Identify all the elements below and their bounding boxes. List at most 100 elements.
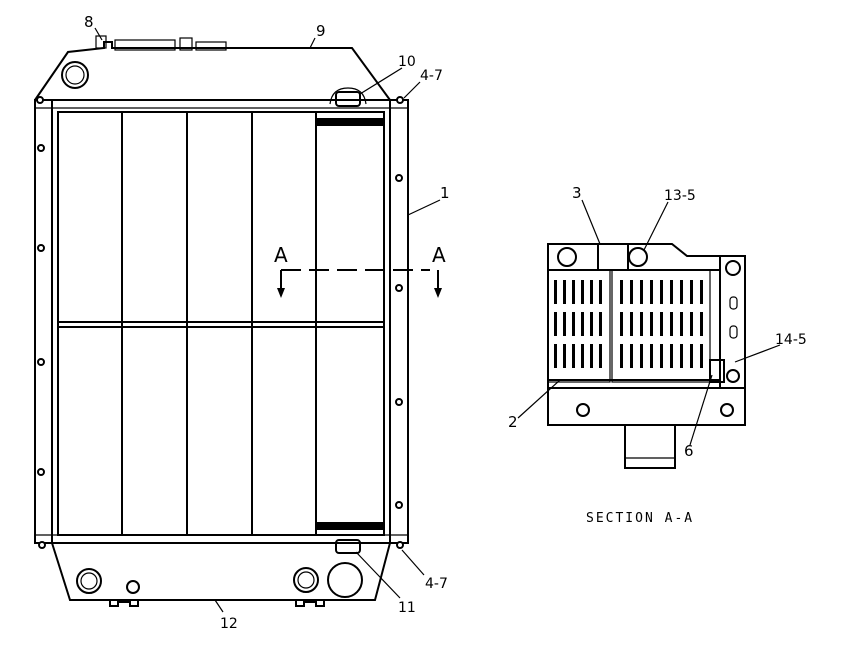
fin-slot xyxy=(660,312,663,336)
callout-10: 10 xyxy=(398,54,416,70)
leader-lines-main xyxy=(94,27,441,613)
callout-3: 3 xyxy=(572,184,582,202)
section-rail-slot-2 xyxy=(729,325,738,339)
fin-slot xyxy=(554,344,557,368)
section-rail-bolt-top xyxy=(725,260,741,276)
bottom-port-mid xyxy=(293,567,319,593)
section-tube-block-right xyxy=(611,269,711,383)
radiator-frame xyxy=(34,99,409,544)
fin-slot xyxy=(554,280,557,304)
top-fitting-2 xyxy=(195,41,227,51)
section-caption: SECTION A-A xyxy=(586,511,694,526)
fin-slot xyxy=(572,312,575,336)
fin-slot xyxy=(599,344,602,368)
fin-slot xyxy=(670,312,673,336)
section-port-left xyxy=(557,247,577,267)
fin-slot xyxy=(650,344,653,368)
section-rail-bolt-bottom xyxy=(726,369,740,383)
fin-slot xyxy=(700,344,703,368)
callout-4-7-bottom: 4-7 xyxy=(425,576,448,592)
fin-slot xyxy=(563,280,566,304)
fin-slot xyxy=(640,312,643,336)
fin-slot xyxy=(670,280,673,304)
fin-slot xyxy=(690,280,693,304)
section-fin-slots xyxy=(554,280,703,368)
top-bracket-outline xyxy=(329,87,367,105)
callout-9: 9 xyxy=(316,22,326,40)
fin-slot xyxy=(650,280,653,304)
section-outlet-pipe xyxy=(624,425,676,469)
callout-12: 12 xyxy=(220,616,238,632)
top-fitting xyxy=(114,39,176,51)
leader-lines-section xyxy=(517,199,781,446)
fin-slot xyxy=(620,312,623,336)
radiator-front-view xyxy=(34,35,442,607)
fin-slot xyxy=(599,312,602,336)
callout-14-5: 14-5 xyxy=(775,332,807,348)
top-left-port xyxy=(61,61,89,89)
bottom-tank xyxy=(51,542,391,601)
fin-slot xyxy=(630,312,633,336)
fin-slot xyxy=(700,312,703,336)
section-arrow-right-head xyxy=(434,288,442,298)
section-a-a-view xyxy=(547,243,746,469)
section-arrow-left-head xyxy=(277,288,285,298)
fin-slot xyxy=(630,280,633,304)
fin-slot xyxy=(572,344,575,368)
section-part-3 xyxy=(597,243,629,271)
section-bolt-bottom-left xyxy=(576,403,590,417)
fin-slot xyxy=(660,344,663,368)
fin-slot xyxy=(700,280,703,304)
section-tube-block-left xyxy=(547,269,611,383)
section-bolt-bottom-right xyxy=(720,403,734,417)
fin-slot xyxy=(581,280,584,304)
callouts: 8 9 10 4-7 1 A A 4-7 11 12 3 13-5 14-5 2… xyxy=(84,13,807,632)
fin-slot xyxy=(581,344,584,368)
top-fitting-cap xyxy=(179,37,193,51)
fin-slot xyxy=(690,312,693,336)
section-part-6 xyxy=(709,359,725,383)
fin-slot xyxy=(590,280,593,304)
fin-slot xyxy=(690,344,693,368)
fin-slot xyxy=(620,280,623,304)
top-tank xyxy=(34,41,391,101)
section-mark-right: A xyxy=(432,243,446,267)
fin-slot xyxy=(581,312,584,336)
core-band-bottom xyxy=(316,522,384,530)
section-mark-left: A xyxy=(274,243,288,267)
callout-1: 1 xyxy=(440,184,450,202)
bottom-port-left xyxy=(76,568,102,594)
fin-slot xyxy=(650,312,653,336)
bottom-bracket-11 xyxy=(335,539,361,554)
fin-slot xyxy=(660,280,663,304)
mount-foot-right xyxy=(295,600,325,607)
callout-13-5: 13-5 xyxy=(664,188,696,204)
callout-6: 6 xyxy=(684,442,694,460)
fin-slot xyxy=(640,280,643,304)
filler-neck xyxy=(95,35,107,49)
radiator-core xyxy=(57,111,385,536)
rail-bolts xyxy=(36,96,404,549)
fin-slot xyxy=(554,312,557,336)
section-rail-slot-1 xyxy=(729,296,738,310)
callout-11: 11 xyxy=(398,600,416,616)
top-left-port-inner xyxy=(65,65,85,85)
fin-slot xyxy=(572,280,575,304)
bottom-port-left-inner xyxy=(80,572,98,590)
core-band-top xyxy=(316,118,384,126)
fin-slot xyxy=(620,344,623,368)
fin-slot xyxy=(630,344,633,368)
callout-8: 8 xyxy=(84,13,94,31)
bottom-port-mid-inner xyxy=(297,571,315,589)
callout-4-7-top: 4-7 xyxy=(420,68,443,84)
section-side-rail xyxy=(719,255,746,389)
fin-slot xyxy=(680,280,683,304)
fin-slot xyxy=(563,344,566,368)
mount-foot-left xyxy=(109,600,139,607)
fin-slot xyxy=(599,280,602,304)
fin-slot xyxy=(590,344,593,368)
fin-slot xyxy=(563,312,566,336)
fin-slot xyxy=(680,312,683,336)
